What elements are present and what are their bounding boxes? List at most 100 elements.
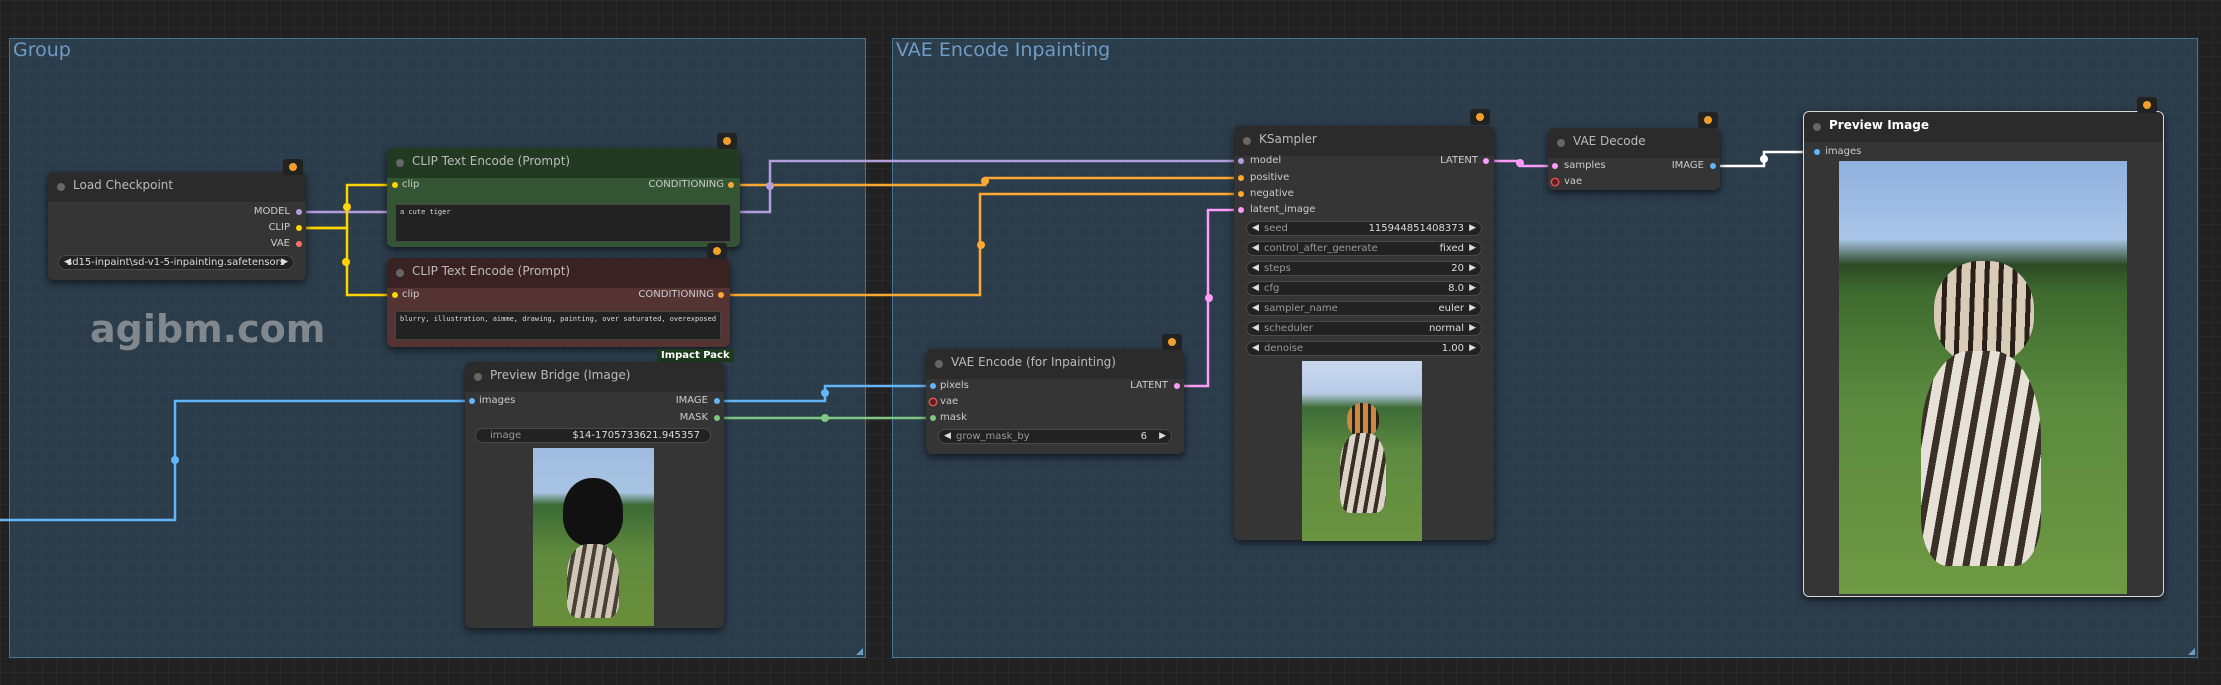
- output-image[interactable]: IMAGE: [1671, 160, 1704, 171]
- combo-right-arrow[interactable]: ▶: [281, 257, 288, 267]
- input-model[interactable]: model: [1250, 155, 1282, 166]
- input-samples[interactable]: samples: [1564, 160, 1606, 171]
- node-clip-text-encode-positive[interactable]: CLIP Text Encode (Prompt) clip CONDITION…: [387, 148, 740, 247]
- increment-arrow[interactable]: ▶: [1469, 323, 1476, 333]
- node-ksampler[interactable]: KSampler model LATENT positive negative …: [1234, 126, 1494, 541]
- output-image[interactable]: IMAGE: [675, 395, 708, 406]
- decrement-arrow[interactable]: ◀: [1252, 283, 1259, 293]
- output-conditioning-dot[interactable]: [728, 182, 734, 188]
- decrement-arrow[interactable]: ◀: [1252, 243, 1259, 253]
- decrement-arrow[interactable]: ◀: [1252, 223, 1259, 233]
- input-mask[interactable]: mask: [940, 412, 967, 423]
- group-title[interactable]: Group: [13, 39, 71, 61]
- prompt-textarea[interactable]: a cute tiger: [395, 204, 731, 242]
- output-image-dot[interactable]: [1710, 163, 1716, 169]
- combo-left-arrow[interactable]: ◀: [64, 257, 71, 267]
- input-positive[interactable]: positive: [1250, 172, 1290, 183]
- input-images-dot[interactable]: [1814, 149, 1820, 155]
- output-conditioning[interactable]: CONDITIONING: [648, 179, 724, 190]
- input-clip[interactable]: clip: [402, 179, 420, 190]
- collapse-dot[interactable]: [1813, 123, 1821, 131]
- collapse-dot[interactable]: [1243, 137, 1251, 145]
- ksampler-preview-image[interactable]: [1302, 361, 1422, 541]
- input-clip-dot[interactable]: [392, 292, 398, 298]
- preview-output-image[interactable]: [1839, 161, 2127, 594]
- input-negative[interactable]: negative: [1250, 188, 1294, 199]
- output-latent-dot[interactable]: [1174, 383, 1180, 389]
- input-vae[interactable]: vae: [1564, 176, 1583, 187]
- input-images-dot[interactable]: [469, 398, 475, 404]
- output-clip[interactable]: CLIP: [268, 222, 290, 233]
- increment-arrow[interactable]: ▶: [1469, 223, 1476, 233]
- output-latent[interactable]: LATENT: [1130, 380, 1168, 391]
- output-model[interactable]: MODEL: [253, 206, 290, 217]
- prompt-textarea[interactable]: blurry, illustration, aimme, drawing, pa…: [395, 311, 721, 340]
- group-resize-handle[interactable]: [2188, 648, 2195, 655]
- output-conditioning[interactable]: CONDITIONING: [638, 289, 714, 300]
- output-model-dot[interactable]: [296, 209, 302, 215]
- collapse-dot[interactable]: [396, 159, 404, 167]
- group-resize-handle[interactable]: [856, 648, 863, 655]
- node-preview-image[interactable]: Preview Image images: [1803, 111, 2164, 597]
- output-clip-dot[interactable]: [296, 225, 302, 231]
- output-latent-dot[interactable]: [1483, 158, 1489, 164]
- output-mask[interactable]: MASK: [679, 412, 708, 423]
- decrement-arrow[interactable]: ◀: [1252, 263, 1259, 273]
- input-pixels-dot[interactable]: [930, 383, 936, 389]
- node-title-bar[interactable]: Preview Bridge (Image): [465, 362, 724, 392]
- increment-arrow[interactable]: ▶: [1469, 343, 1476, 353]
- input-vae-dot[interactable]: [1552, 179, 1558, 185]
- collapse-dot[interactable]: [474, 373, 482, 381]
- increment-arrow[interactable]: ▶: [1469, 283, 1476, 293]
- ckpt-name-combo[interactable]: ◀ sd15-inpaint\sd-v1-5-inpainting.safete…: [58, 255, 294, 270]
- node-title-bar[interactable]: VAE Decode: [1548, 128, 1720, 158]
- output-mask-dot[interactable]: [714, 415, 720, 421]
- collapse-dot[interactable]: [1557, 139, 1565, 147]
- node-title-bar[interactable]: VAE Encode (for Inpainting): [926, 349, 1184, 379]
- output-latent[interactable]: LATENT: [1440, 155, 1478, 166]
- decrement-arrow[interactable]: ◀: [944, 431, 951, 441]
- node-title-bar[interactable]: KSampler: [1234, 126, 1494, 156]
- input-mask-dot[interactable]: [930, 415, 936, 421]
- collapse-dot[interactable]: [57, 183, 65, 191]
- decrement-arrow[interactable]: ◀: [1252, 323, 1259, 333]
- output-vae-dot[interactable]: [296, 241, 302, 247]
- input-images[interactable]: images: [479, 395, 516, 406]
- output-conditioning-dot[interactable]: [718, 292, 724, 298]
- collapse-dot[interactable]: [396, 269, 404, 277]
- input-model-dot[interactable]: [1238, 158, 1244, 164]
- decrement-arrow[interactable]: ◀: [1252, 303, 1259, 313]
- increment-arrow[interactable]: ▶: [1469, 303, 1476, 313]
- image-widget[interactable]: image $14-1705733621.945357: [475, 428, 711, 443]
- collapse-dot[interactable]: [935, 360, 943, 368]
- output-image-dot[interactable]: [714, 398, 720, 404]
- increment-arrow[interactable]: ▶: [1469, 263, 1476, 273]
- input-positive-dot[interactable]: [1238, 175, 1244, 181]
- input-negative-dot[interactable]: [1238, 191, 1244, 197]
- preview-bridge-image[interactable]: [533, 448, 654, 626]
- node-vae-encode-inpainting[interactable]: VAE Encode (for Inpainting) pixels LATEN…: [926, 349, 1184, 454]
- input-images[interactable]: images: [1825, 146, 1862, 157]
- grow-mask-by-number[interactable]: ◀ grow_mask_by 6 ▶: [938, 429, 1172, 444]
- input-samples-dot[interactable]: [1552, 163, 1558, 169]
- input-pixels[interactable]: pixels: [940, 380, 969, 391]
- input-latent-image[interactable]: latent_image: [1250, 204, 1316, 215]
- input-vae-dot[interactable]: [930, 399, 936, 405]
- input-clip[interactable]: clip: [402, 289, 420, 300]
- input-clip-dot[interactable]: [392, 182, 398, 188]
- node-load-checkpoint[interactable]: Load Checkpoint MODEL CLIP VAE ◀ sd15-in…: [48, 172, 306, 280]
- increment-arrow[interactable]: ▶: [1159, 431, 1166, 441]
- node-preview-bridge[interactable]: Preview Bridge (Image) images IMAGE MASK…: [465, 362, 724, 628]
- output-vae[interactable]: VAE: [270, 238, 290, 249]
- node-title-bar[interactable]: Load Checkpoint: [48, 172, 306, 202]
- node-vae-decode[interactable]: VAE Decode samples IMAGE vae: [1548, 128, 1720, 190]
- node-title-bar[interactable]: CLIP Text Encode (Prompt): [387, 148, 740, 178]
- increment-arrow[interactable]: ▶: [1469, 243, 1476, 253]
